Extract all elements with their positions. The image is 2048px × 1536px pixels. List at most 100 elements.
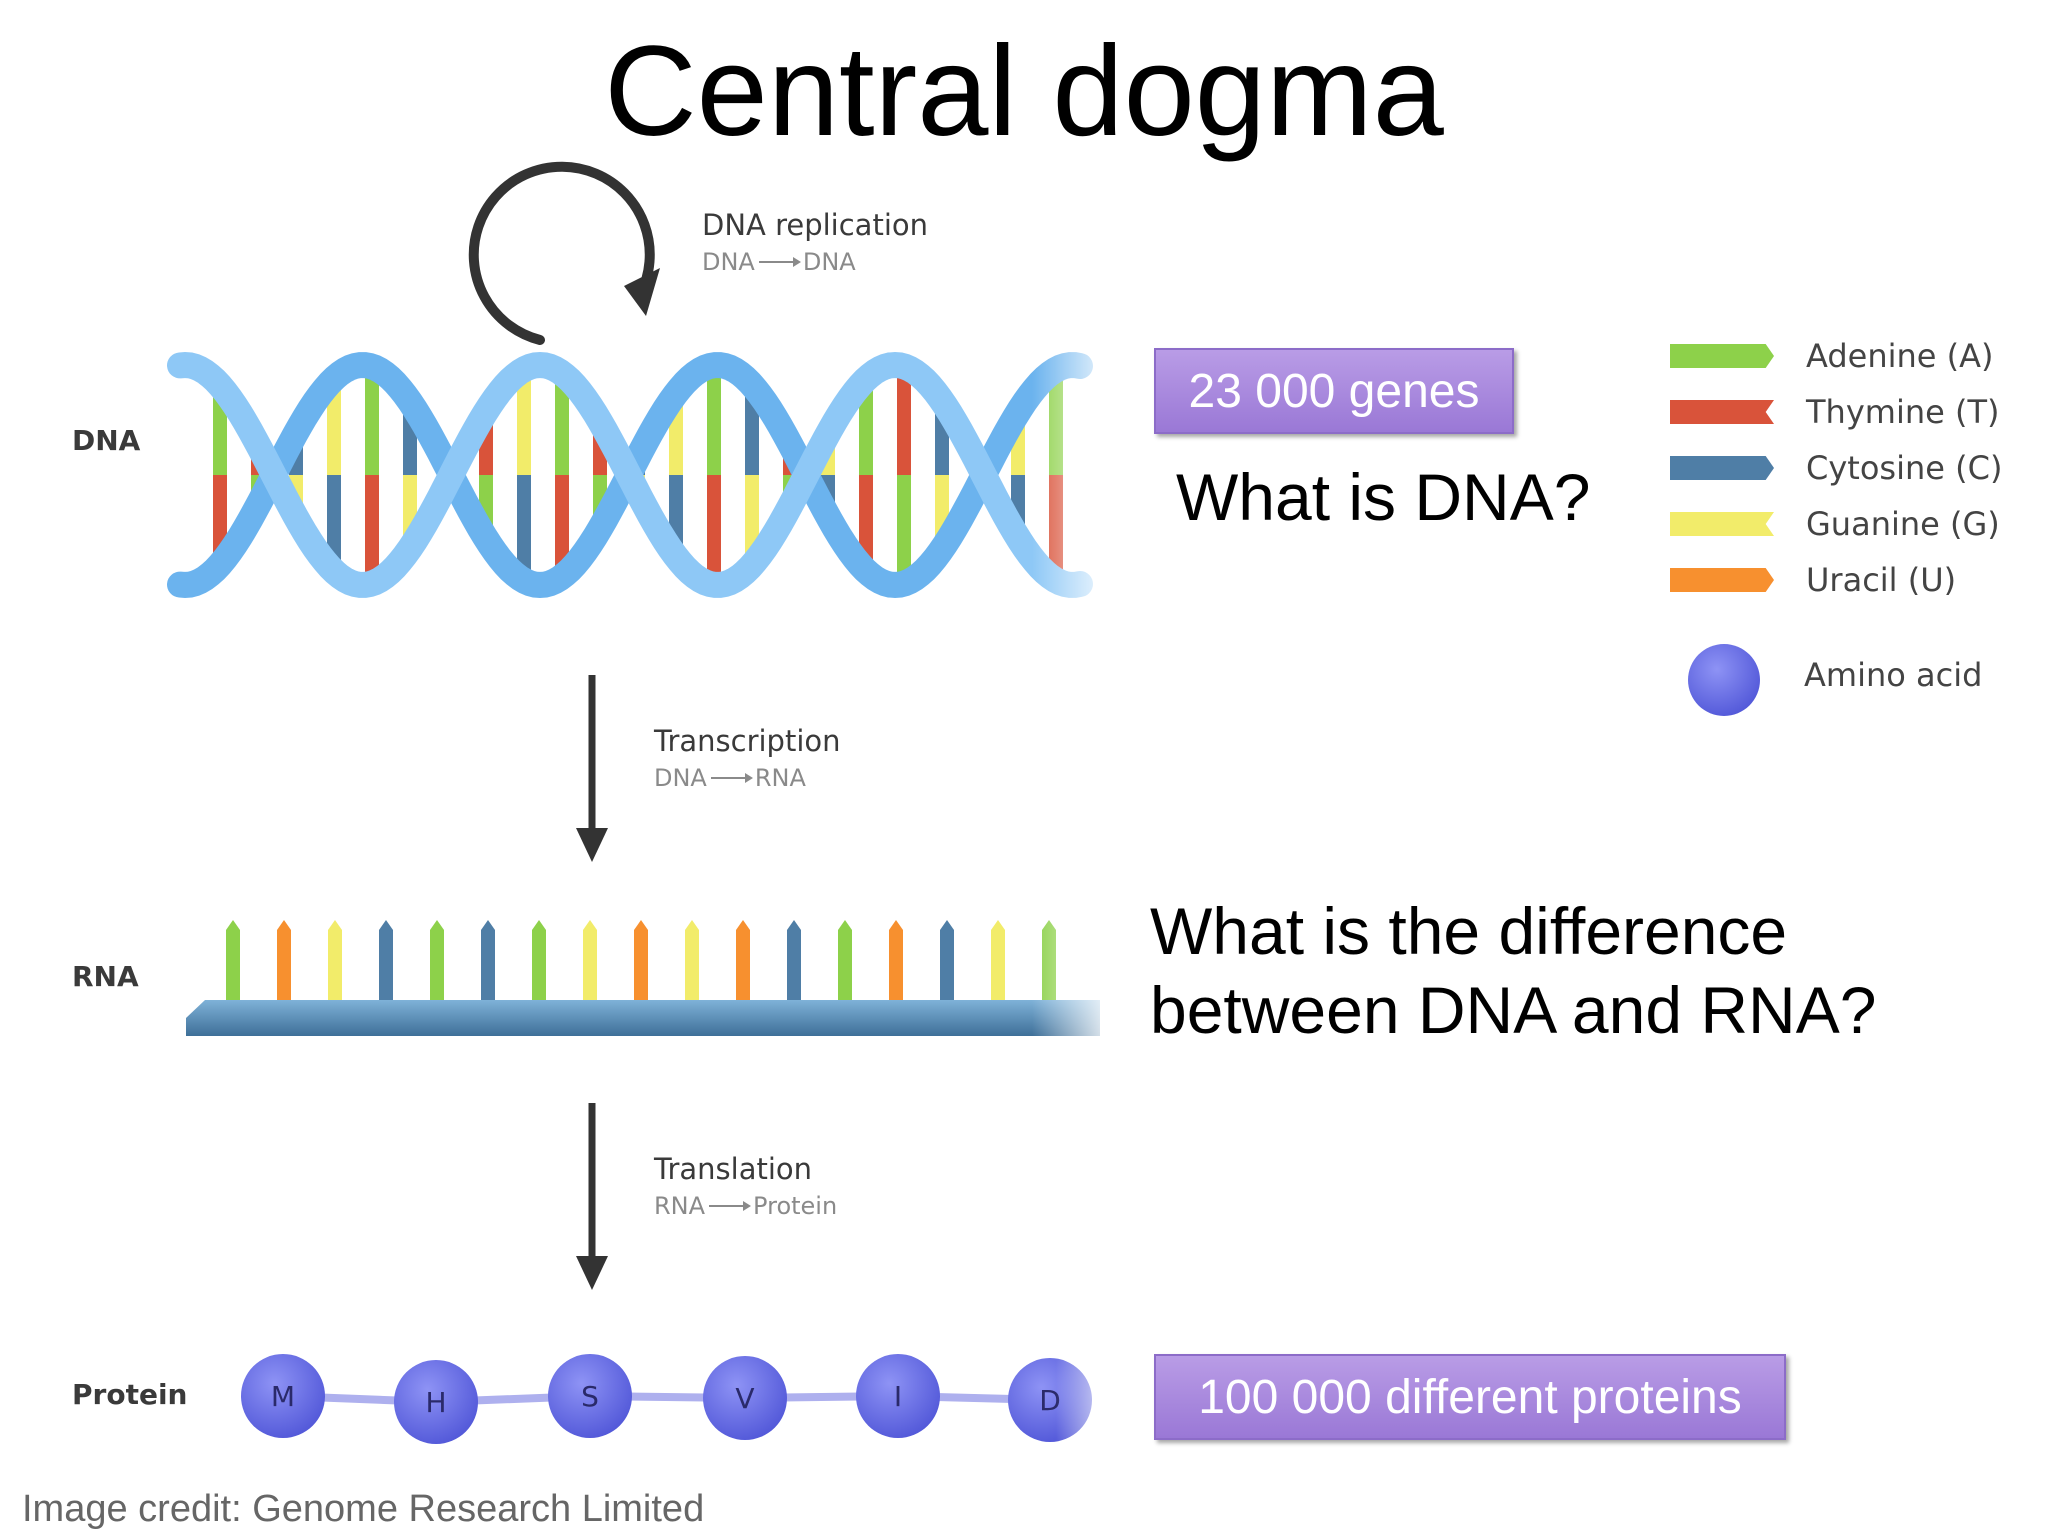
rna-base	[634, 930, 648, 1000]
step-replication-to: DNA	[802, 248, 856, 276]
dna-base-pair-segment	[365, 475, 379, 584]
dna-base-pair-segment	[555, 373, 569, 475]
cytosine-swatch	[1670, 456, 1774, 480]
transcription-arrow	[576, 675, 608, 862]
amino-acid-bead	[856, 1354, 940, 1438]
rna-base-tip	[532, 920, 546, 930]
step-transcription-from: DNA	[654, 764, 707, 792]
step-replication-title: DNA replication	[702, 208, 928, 242]
legend-label-uracil: Uracil (U)	[1806, 561, 1957, 599]
step-translation-sub: RNA Protein	[654, 1192, 837, 1220]
step-replication-from: DNA	[702, 248, 755, 276]
translation-arrow	[576, 1103, 608, 1290]
thymine-swatch	[1670, 400, 1774, 424]
dna-fade-overlay	[900, 330, 1120, 630]
dna-base-pair-segment	[859, 475, 873, 571]
rna-base	[736, 930, 750, 1000]
dna-base-pair-segment	[517, 475, 531, 581]
legend-item: Uracil (U)	[1670, 552, 2002, 608]
rna-base-tip	[787, 920, 801, 930]
rna-base-tip	[838, 920, 852, 930]
legend-label-thymine: Thymine (T)	[1806, 393, 2000, 431]
legend-label-guanine: Guanine (G)	[1806, 505, 2000, 543]
step-translation-from: RNA	[654, 1192, 706, 1220]
amino-acid-letter: S	[581, 1380, 599, 1413]
rna-base	[328, 930, 342, 1000]
arrow-icon	[710, 773, 753, 783]
row-label-dna: DNA	[72, 424, 141, 457]
rna-base	[583, 930, 597, 1000]
rna-base-tip	[277, 920, 291, 930]
step-replication: DNA replication DNA DNA	[702, 208, 928, 276]
protein-fade-overlay	[960, 1340, 1120, 1460]
legend-item: Cytosine (C)	[1670, 440, 2002, 496]
step-transcription-to: RNA	[754, 764, 806, 792]
step-transcription-sub: DNA RNA	[654, 764, 841, 792]
step-replication-sub: DNA DNA	[702, 248, 928, 276]
dna-base-pair-segment	[707, 475, 721, 585]
question-difference-line1: What is the difference	[1150, 894, 1788, 968]
arrow-icon	[758, 257, 801, 267]
dna-base-pair-segment	[327, 378, 341, 475]
guanine-swatch	[1670, 512, 1774, 536]
amino-acid-letter: H	[425, 1386, 446, 1419]
rna-base-tip	[583, 920, 597, 930]
uracil-swatch	[1670, 568, 1774, 592]
adenine-swatch	[1670, 344, 1774, 368]
legend-label-cytosine: Cytosine (C)	[1806, 449, 2003, 487]
amino-acid-bead	[394, 1360, 478, 1444]
dna-base-pair-segment	[555, 475, 569, 577]
amino-acid-bead	[241, 1354, 325, 1438]
rna-base-tip	[430, 920, 444, 930]
rna-base-tip	[889, 920, 903, 930]
step-translation-title: Translation	[654, 1152, 813, 1186]
rna-base	[787, 930, 801, 1000]
rna-base	[685, 930, 699, 1000]
image-credit: Image credit: Genome Research Limited	[22, 1488, 705, 1530]
question-difference-line2: between DNA and RNA?	[1150, 973, 1877, 1048]
question-difference: What is the difference between DNA and R…	[1150, 892, 1876, 1050]
arrow-icon	[709, 1201, 752, 1211]
amino-acid-letter: V	[735, 1382, 754, 1415]
dna-base-pair-segment	[517, 369, 531, 475]
question-what-is-dna: What is DNA?	[1176, 460, 1591, 534]
rna-base	[430, 930, 444, 1000]
step-transcription: Transcription DNA RNA	[654, 724, 841, 792]
amino-acid-letter: M	[271, 1380, 295, 1413]
step-transcription-title: Transcription	[654, 724, 841, 758]
legend-item: Thymine (T)	[1670, 384, 2002, 440]
proteins-count-box: 100 000 different proteins	[1154, 1354, 1786, 1440]
rna-base	[481, 930, 495, 1000]
rna-base	[379, 930, 393, 1000]
rna-backbone	[186, 1000, 1100, 1036]
rna-base	[277, 930, 291, 1000]
dna-base-pair-segment	[707, 365, 721, 475]
rna-base-tip	[685, 920, 699, 930]
step-translation-to: Protein	[753, 1192, 838, 1220]
amino-acid-letter: I	[894, 1380, 902, 1413]
rna-base-tip	[226, 920, 240, 930]
rna-base-tip	[634, 920, 648, 930]
step-translation: Translation RNA Protein	[654, 1152, 837, 1220]
amino-acid-bead	[703, 1356, 787, 1440]
rna-base	[889, 930, 903, 1000]
dna-base-pair-segment	[327, 475, 341, 572]
genes-count-box: 23 000 genes	[1154, 348, 1514, 434]
rna-base-tip	[379, 920, 393, 930]
rna-base	[838, 930, 852, 1000]
rna-base	[532, 930, 546, 1000]
amino-acid-legend-swatch	[1688, 644, 1760, 716]
rna-base-tip	[736, 920, 750, 930]
rna-base-tip	[481, 920, 495, 930]
amino-acid-bead	[548, 1354, 632, 1438]
legend-label-amino-acid: Amino acid	[1804, 656, 1983, 694]
row-label-rna: RNA	[72, 960, 139, 993]
dna-base-pair-segment	[859, 379, 873, 475]
row-label-protein: Protein	[72, 1378, 188, 1411]
replication-cycle-arrow	[468, 161, 660, 345]
legend-item: Guanine (G)	[1670, 496, 2002, 552]
dna-base-pair-segment	[365, 366, 379, 475]
rna-base	[226, 930, 240, 1000]
slide-title: Central dogma	[604, 20, 1444, 163]
